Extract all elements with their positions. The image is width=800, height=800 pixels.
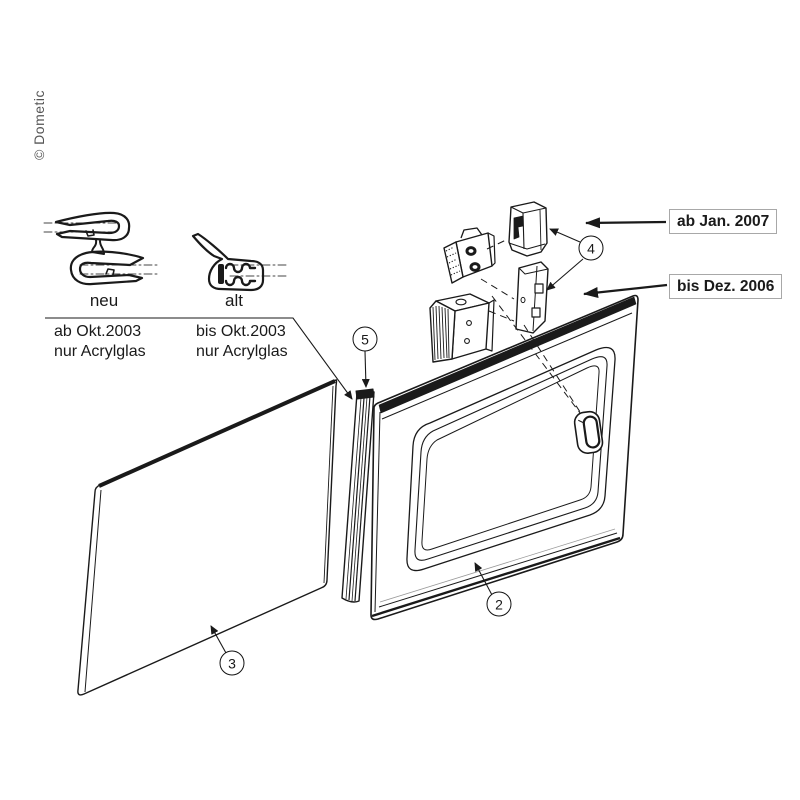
date-badge-arrows	[583, 217, 668, 298]
seal-new-note: ab Okt.2003 nur Acrylglas	[54, 322, 146, 362]
callout-4-latch-set: 4	[578, 235, 604, 261]
seal-profile-new-drawing	[43, 211, 159, 286]
seal-new-note-line2: nur Acrylglas	[54, 343, 146, 360]
seal-new-note-line1: ab Okt.2003	[54, 323, 142, 340]
seal-old-note-line1: bis Okt.2003	[196, 323, 286, 340]
window-frame-drawing	[370, 294, 639, 621]
seal-profile-old-drawing	[191, 232, 288, 292]
latch-housing-drawing	[508, 201, 548, 257]
callout-3-acrylic-pane: 3	[219, 650, 245, 676]
note-leader-line	[45, 317, 353, 400]
latch-bracket-drawing	[429, 293, 495, 363]
dometic-watermark: © Dometic	[31, 89, 47, 161]
latch-handle-drawing	[573, 410, 604, 454]
seal-old-note: bis Okt.2003 nur Acrylglas	[196, 322, 288, 362]
latch-lock-block-drawing	[443, 227, 496, 284]
assembly-dashed-lines	[480, 239, 583, 416]
callout-2-window-frame: 2	[486, 591, 512, 617]
seal-old-note-line2: nur Acrylglas	[196, 343, 288, 360]
latch-plate-drawing	[515, 261, 549, 334]
acrylic-pane-drawing	[77, 379, 338, 696]
badge-bis-dez-2006: bis Dez. 2006	[669, 274, 783, 299]
callout-5-seal-strip: 5	[352, 326, 378, 352]
callout-leader-arrows	[210, 228, 584, 654]
seal-new-label: neu	[89, 291, 119, 310]
seal-old-label: alt	[225, 291, 243, 310]
seal-strip-drawing	[341, 388, 375, 603]
badge-ab-jan-2007: ab Jan. 2007	[669, 209, 778, 234]
